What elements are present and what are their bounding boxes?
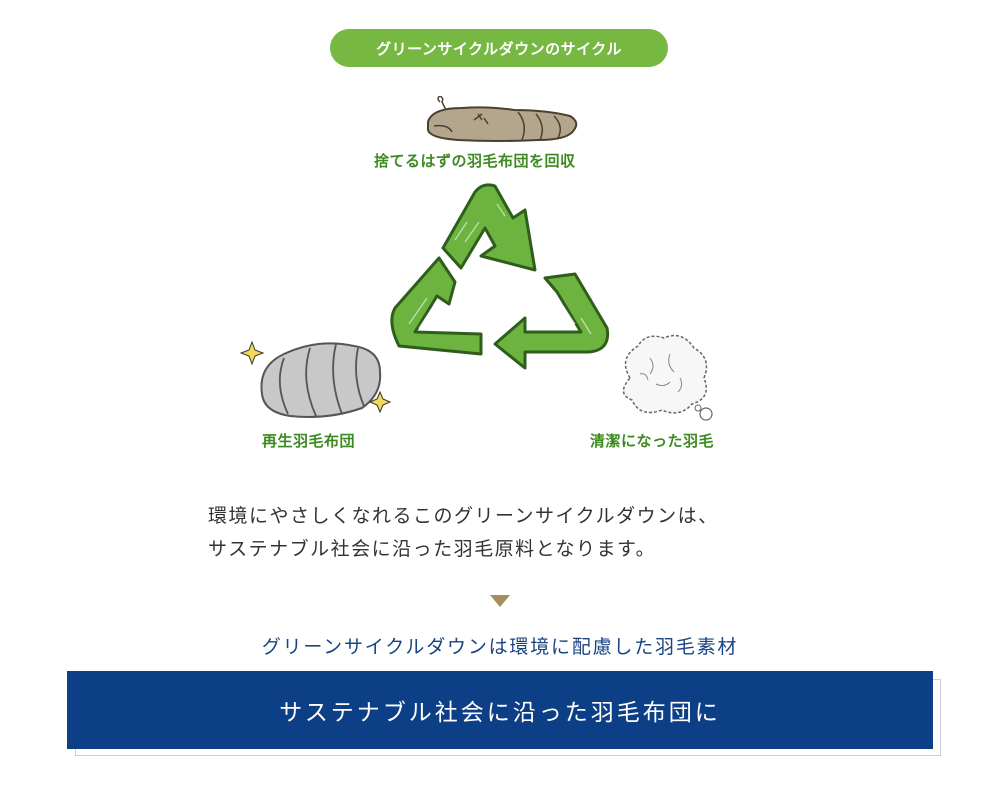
- down-feather-icon: [622, 334, 713, 421]
- collect-futon-label: 捨てるはずの羽毛布団を回収: [374, 152, 576, 170]
- recycle-arrows-icon: [390, 183, 610, 370]
- down-arrow-icon: [490, 595, 510, 607]
- futon-bag-icon: [427, 96, 578, 142]
- subheading: グリーンサイクルダウンは環境に配慮した羽毛素材: [261, 636, 739, 658]
- clean-down-label: 清潔になった羽毛: [590, 432, 715, 450]
- rolled-futon-icon: [239, 340, 392, 418]
- description-text: 環境にやさしくなれるこのグリーンサイクルダウンは、 サステナブル社会に沿った羽毛…: [208, 500, 808, 566]
- sustainable-banner: サステナブル社会に沿った羽毛布団に: [67, 671, 933, 749]
- description-line-1: 環境にやさしくなれるこのグリーンサイクルダウンは、: [208, 505, 719, 527]
- description-line-2: サステナブル社会に沿った羽毛原料となります。: [208, 538, 657, 560]
- cycle-title-badge: グリーンサイクルダウンのサイクル: [330, 29, 668, 67]
- regenerated-futon-label: 再生羽毛布団: [262, 432, 356, 450]
